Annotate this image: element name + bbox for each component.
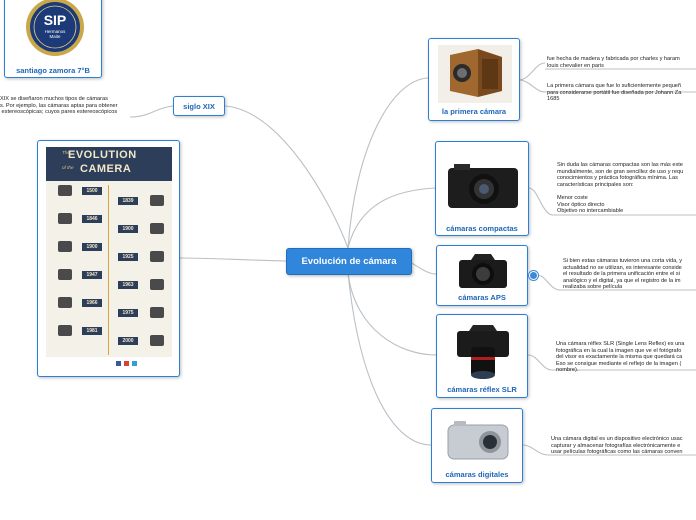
school-logo: SIP Hermanos Maite [26, 0, 84, 56]
wooden-camera-image [438, 45, 512, 103]
timeline-year-badge: 2000 [118, 337, 138, 345]
infographic-title-small: The [62, 150, 70, 155]
timeline-line [108, 185, 109, 355]
timeline-year-badge: 1500 [82, 187, 102, 195]
infographic-title-small-2: of the [62, 165, 74, 170]
central-topic[interactable]: Evolución de cámara [286, 248, 412, 275]
camera-icon [58, 325, 72, 336]
siglo-xix-note: XIX se diseñaron muchos tipos de cámaras… [0, 96, 118, 116]
timeline-year-badge: 1925 [118, 253, 138, 261]
compact-camera-image [448, 164, 518, 208]
siglo-xix-label: siglo XIX [183, 102, 215, 111]
timeline-year-badge: 1975 [118, 309, 138, 317]
primera-camara-note-1: fue hecha de madera y fabricada por char… [547, 56, 680, 69]
compactas-note: Sin duda las cámaras compactas son las m… [557, 162, 684, 215]
logo-sub-2: Maite [49, 34, 61, 39]
camera-icon [150, 223, 164, 234]
branch-primera-camara[interactable]: la primera cámara [428, 38, 520, 121]
infographic-title-big: EVOLUTION [68, 149, 137, 161]
logo-text: SIP [44, 12, 67, 28]
infographic-header: The EVOLUTION of the CAMERA [46, 147, 172, 181]
branch-camaras-compactas[interactable]: cámaras compactas [435, 141, 529, 236]
siglo-xix-node[interactable]: siglo XIX [173, 96, 225, 116]
branch-camaras-compactas-label: cámaras compactas [446, 224, 518, 233]
camera-icon [150, 335, 164, 346]
branch-camaras-reflex-label: cámaras réflex SLR [447, 385, 517, 394]
digitales-note: Una cámara digital es un dispositivo ele… [551, 436, 683, 456]
infographic-node[interactable]: The EVOLUTION of the CAMERA 1500 1839 1846… [37, 140, 180, 377]
timeline-year-badge: 1839 [118, 197, 138, 205]
slr-camera-image [457, 325, 509, 379]
camera-icon [58, 269, 72, 280]
timeline-year-badge: 1846 [82, 215, 102, 223]
branch-primera-camara-label: la primera cámara [441, 107, 507, 116]
timeline-year-badge: 1947 [82, 271, 102, 279]
camera-icon [150, 307, 164, 318]
branch-camaras-aps-label: cámaras APS [458, 293, 506, 302]
timeline-year-badge: 1966 [82, 299, 102, 307]
timeline-year-badge: 1981 [82, 327, 102, 335]
branch-camaras-aps[interactable]: cámaras APS [436, 245, 528, 306]
timeline-year-badge: 1963 [118, 281, 138, 289]
camera-icon [58, 297, 72, 308]
camera-icon [150, 251, 164, 262]
school-node[interactable]: SIP Hermanos Maite santiago zamora 7°B [4, 0, 102, 78]
camera-icon [58, 185, 72, 196]
logo-sub-1: Hermanos [45, 29, 67, 34]
digital-camera-image [447, 421, 509, 460]
infographic-footer [46, 357, 172, 371]
branch-camaras-reflex[interactable]: cámaras réflex SLR [436, 314, 528, 398]
branch-camaras-digitales[interactable]: cámaras digitales [431, 408, 523, 483]
facebook-icon [116, 361, 121, 366]
branch-camaras-digitales-label: cámaras digitales [445, 470, 509, 479]
camera-icon [150, 279, 164, 290]
camera-icon [58, 213, 72, 224]
infographic-title-big-2: CAMERA [80, 163, 132, 175]
link-globe-icon[interactable] [529, 271, 538, 280]
aps-note: Si bien estas cámaras tuvieron una corta… [563, 258, 683, 291]
reflex-note: Una cámara réflex SLR (Single Lens Refle… [556, 341, 685, 374]
twitter-icon [132, 361, 137, 366]
google-icon [124, 361, 129, 366]
camera-icon [150, 195, 164, 206]
aps-camera-image [459, 254, 507, 288]
timeline-year-badge: 1900 [118, 225, 138, 233]
infographic-image: The EVOLUTION of the CAMERA 1500 1839 1846… [46, 147, 172, 371]
primera-camara-note-2: La primera cámara que fue lo suficientem… [547, 83, 682, 103]
camera-icon [58, 241, 72, 252]
school-label: santiago zamora 7°B [16, 66, 90, 75]
timeline-year-badge: 1900 [82, 243, 102, 251]
